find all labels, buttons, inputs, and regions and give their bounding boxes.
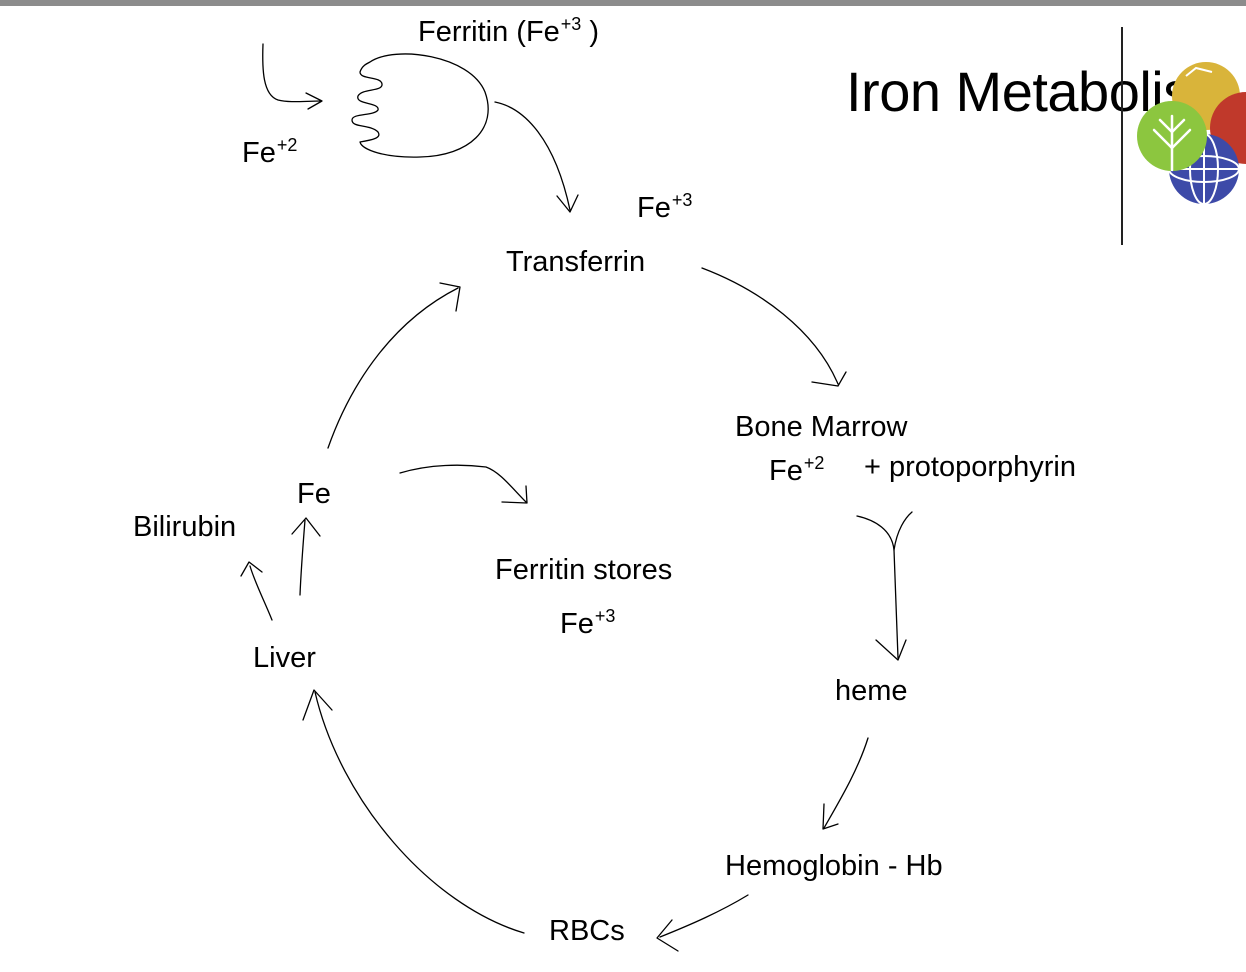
top-bar xyxy=(0,0,1246,6)
title-divider xyxy=(1121,27,1123,245)
fe3-transferrin-label: Fe+3 xyxy=(637,190,693,224)
arrow-rbcs-to-liver xyxy=(314,691,525,934)
arrow-marrow-merge xyxy=(856,511,913,551)
bone-marrow-label: Bone Marrow xyxy=(735,411,908,443)
arrow-fe-to-transferrin xyxy=(327,287,459,449)
arrow-rbcs-to-liver-head xyxy=(302,689,333,721)
arrow-heme-to-hemoglobin xyxy=(823,737,869,829)
arrow-fe2-to-ferritin-head xyxy=(305,92,323,110)
ferritin-shape xyxy=(351,53,489,158)
ferritin-label: Ferritin (Fe+3 ) xyxy=(418,14,600,48)
arrow-fe-to-ferritin-stores xyxy=(399,464,527,503)
arrow-marrow-to-heme-head xyxy=(875,639,907,661)
arrow-hemoglobin-to-rbcs-head xyxy=(656,919,679,952)
arrow-transferrin-to-bone-marrow-head xyxy=(811,371,847,387)
arrow-liver-to-fe-head xyxy=(291,517,321,537)
arrow-fe-to-transferrin-head xyxy=(439,282,461,312)
fe-liver-label: Fe xyxy=(297,478,331,510)
arrow-liver-to-bilirubin xyxy=(249,565,273,621)
arrow-transferrin-to-bone-marrow xyxy=(701,267,839,385)
arrow-fe2-to-ferritin xyxy=(262,43,322,103)
liver-label: Liver xyxy=(253,642,316,674)
arrow-marrow-to-heme xyxy=(893,549,899,659)
fe2-input-label: Fe+2 xyxy=(242,135,298,169)
ferritin-stores-label: Ferritin stores xyxy=(495,554,673,586)
logo-icon xyxy=(1137,62,1246,205)
hemoglobin-label: Hemoglobin - Hb xyxy=(725,850,943,882)
arrow-heme-to-hemoglobin-head xyxy=(822,803,839,830)
arrow-ferritin-to-transferrin-head xyxy=(556,194,579,213)
heme-label: heme xyxy=(835,675,908,707)
fe3-stores-label: Fe+3 xyxy=(560,606,616,640)
arrow-liver-to-bilirubin-head xyxy=(240,561,263,577)
arrow-fe-to-ferritin-stores-head xyxy=(501,485,528,504)
arrow-hemoglobin-to-rbcs xyxy=(659,894,749,938)
arrow-liver-to-fe xyxy=(299,519,306,596)
bilirubin-label: Bilirubin xyxy=(133,511,237,543)
transferrin-label: Transferrin xyxy=(506,246,646,278)
protoporphyrin-label: + protoporphyrin xyxy=(864,451,1076,483)
rbcs-label: RBCs xyxy=(549,915,625,947)
fe2-marrow-label: Fe+2 xyxy=(769,453,825,487)
arrow-ferritin-to-transferrin xyxy=(494,101,571,211)
